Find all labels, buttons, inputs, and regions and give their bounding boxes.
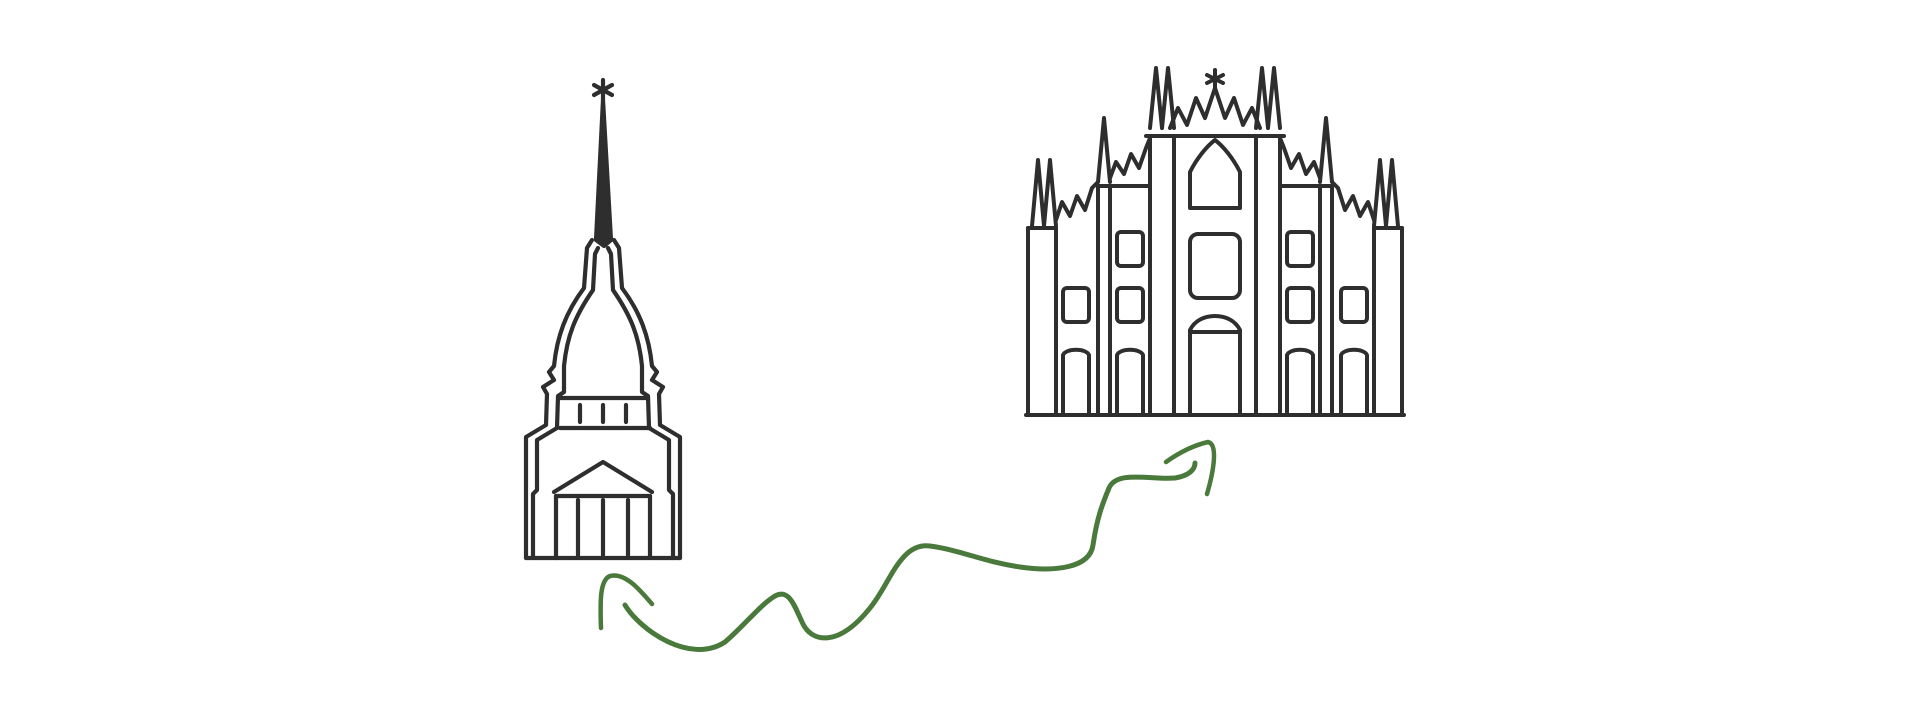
central-gable <box>1168 86 1262 130</box>
wavy-arrow-path <box>622 460 1198 652</box>
central-portal <box>1188 314 1242 417</box>
gothic-cathedral-icon <box>1024 66 1406 417</box>
tower-outline-inner <box>530 245 676 561</box>
tower-outline-outer <box>523 237 683 561</box>
star-icon <box>1205 68 1225 90</box>
arrowhead-left <box>598 573 655 631</box>
pediment <box>551 459 655 499</box>
spired-dome-tower-icon <box>523 77 683 561</box>
spire <box>593 97 614 249</box>
central-rose-window <box>1188 138 1242 210</box>
star-icon <box>591 77 615 103</box>
double-headed-wavy-arrow-icon <box>598 439 1217 652</box>
arrowhead-right <box>1163 439 1217 497</box>
